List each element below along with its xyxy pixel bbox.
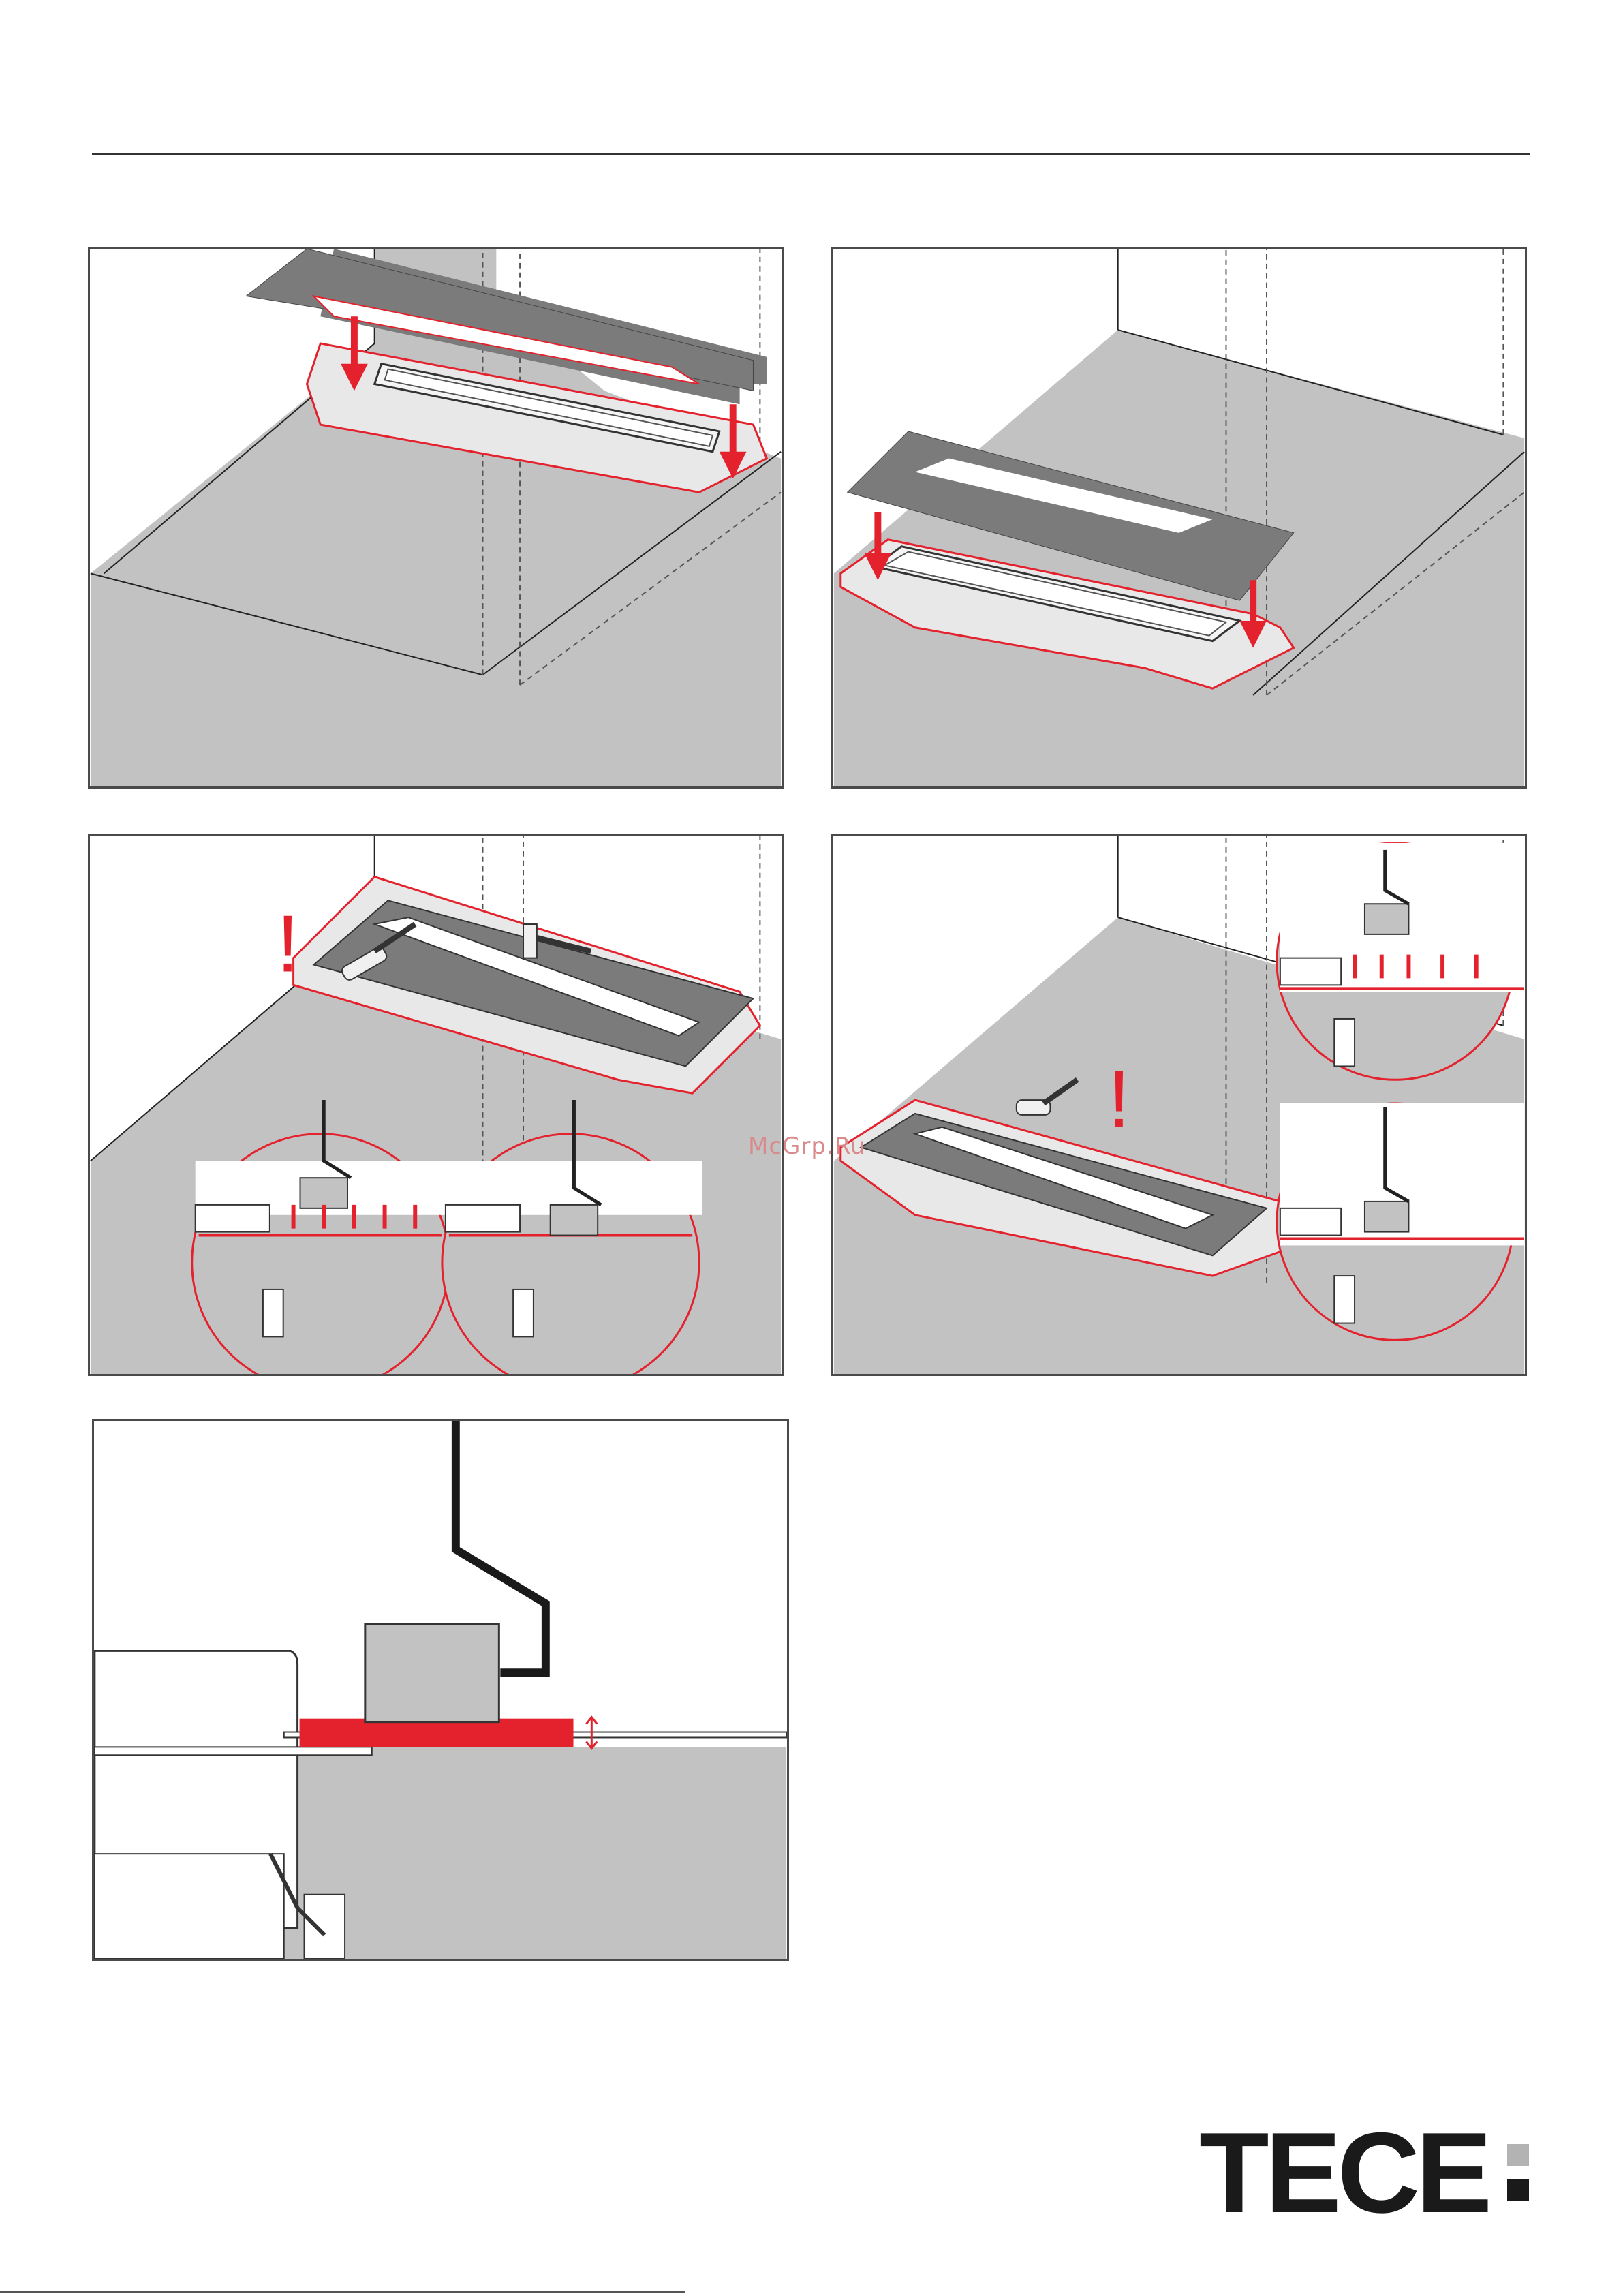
illustration-panel-4: !: [831, 834, 1527, 1376]
illustration-panel-5: [92, 1419, 789, 1961]
warning-mark: !: [277, 898, 299, 989]
header-rule: [92, 153, 1530, 155]
brand-wordmark: TECE: [1199, 2125, 1488, 2220]
illustration-panel-1: [88, 247, 784, 789]
warning-mark: !: [1108, 1054, 1130, 1145]
illustration-panel-3: !: [88, 834, 784, 1376]
membrane-placement-illustration: [90, 249, 782, 786]
illustration-panel-2: [831, 247, 1527, 789]
logo-square-bottom: [1507, 2179, 1529, 2201]
pressing-and-detail-illustration: !: [833, 836, 1525, 1374]
footer-rule: [0, 2291, 685, 2293]
roller-and-detail-illustration: !: [90, 836, 782, 1374]
membrane-placement-illustration-variant: [833, 249, 1525, 786]
watermark-text: McGrp.Ru: [748, 1133, 865, 1160]
cross-section-detail-illustration: [94, 1421, 787, 1959]
logo-square-top: [1507, 2144, 1529, 2166]
brand-logo: TECE: [1199, 2125, 1540, 2220]
